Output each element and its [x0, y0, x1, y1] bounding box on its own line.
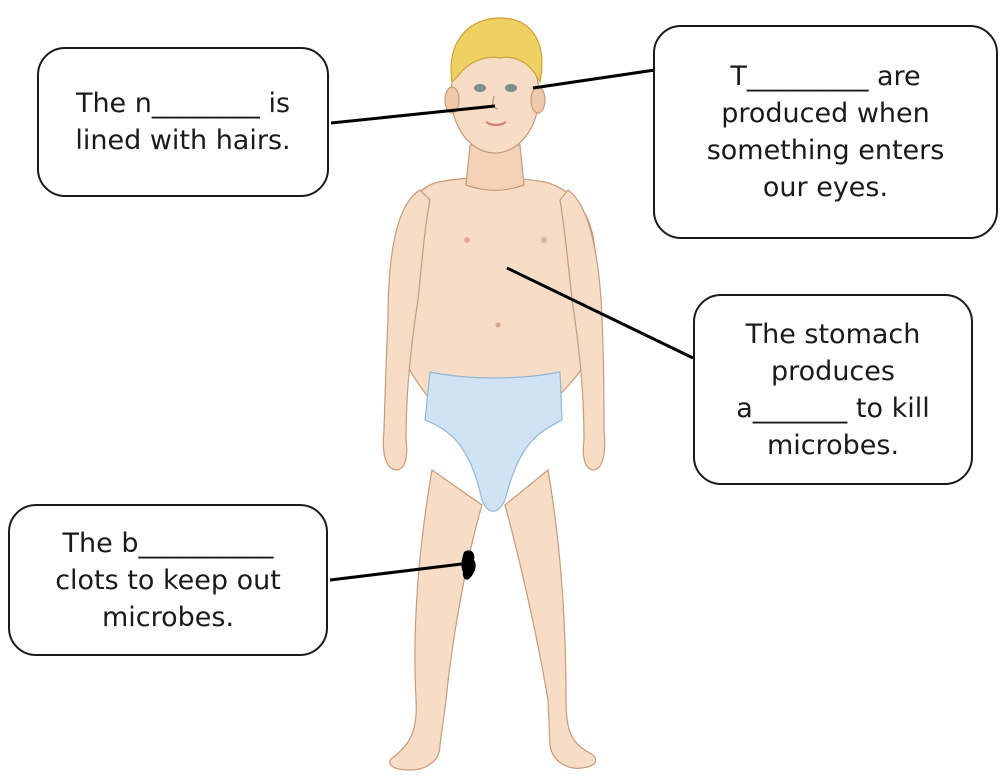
tears-callout-text: T_________ are produced when something e…: [707, 58, 945, 206]
blood-callout-text: The b__________ clots to keep out microb…: [55, 525, 281, 636]
nose-callout-text: The n________ is lined with hairs.: [75, 85, 290, 159]
right-eye: [505, 84, 517, 92]
navel: [496, 323, 501, 328]
boy-figure: [383, 18, 604, 770]
left-leg: [390, 470, 482, 770]
right-nipple: [541, 237, 547, 243]
stomach-callout: The stomach produces a_______ to kill mi…: [693, 294, 973, 485]
stomach-callout-text: The stomach produces a_______ to kill mi…: [736, 316, 929, 464]
blood-callout: The b__________ clots to keep out microb…: [8, 504, 328, 656]
nose-callout: The n________ is lined with hairs.: [37, 47, 329, 197]
right-ear: [531, 87, 545, 113]
tears-callout: T_________ are produced when something e…: [653, 25, 998, 239]
left-eye: [474, 84, 486, 92]
right-leg: [505, 470, 596, 768]
left-nipple: [464, 237, 470, 243]
eyes-leader: [533, 70, 655, 88]
